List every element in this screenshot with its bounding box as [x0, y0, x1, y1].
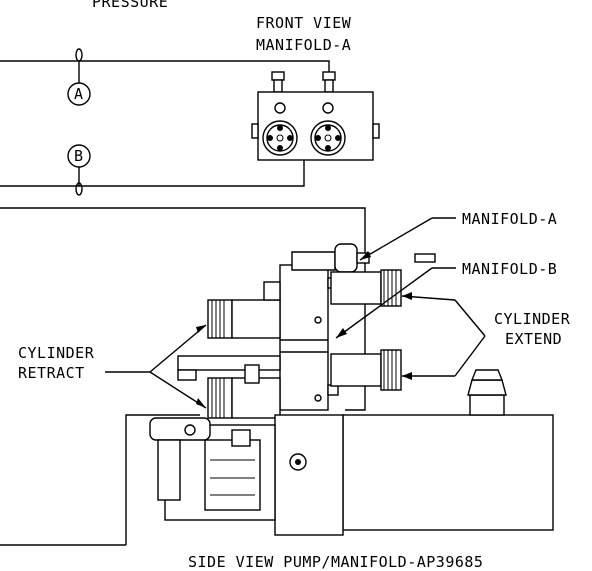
front-view-title: FRONT VIEW — [256, 14, 352, 32]
pump-assembly — [149, 414, 344, 536]
cylinder-retract-label-2: RETRACT — [18, 364, 85, 382]
hose-line-a — [0, 48, 330, 83]
side-view-caption: SIDE VIEW PUMP/MANIFOLD-AP39685 — [188, 553, 483, 571]
side-view-hoses — [0, 207, 366, 546]
front-view-manifold — [251, 71, 380, 161]
solenoid-retract-lower — [207, 377, 281, 419]
manifold-a-leader — [359, 217, 456, 261]
solenoid-extend-upper — [330, 269, 402, 307]
pressure-label: PRESSURE — [92, 0, 168, 11]
manifold-b-label: MANIFOLD-B — [462, 260, 557, 278]
cylinder-retract-leader — [105, 324, 207, 409]
solenoid-extend-lower — [330, 349, 402, 391]
front-view-subtitle: MANIFOLD-A — [256, 36, 351, 54]
manifold-b-leader — [335, 267, 456, 339]
port-b-label: B — [74, 147, 84, 165]
cylinder-extend-label-1: CYLINDER — [494, 310, 571, 328]
port-a-marker: A — [67, 82, 91, 106]
manifold-a-label: MANIFOLD-A — [462, 210, 557, 228]
port-a-label: A — [74, 85, 84, 103]
retract-hose-fittings — [177, 355, 281, 384]
cylinder-extend-label-2: EXTEND — [505, 330, 562, 348]
port-b-marker: B — [67, 144, 91, 168]
reservoir-tank — [342, 369, 554, 531]
cylinder-extend-leader — [401, 292, 486, 380]
cylinder-retract-label-1: CYLINDER — [18, 344, 95, 362]
solenoid-retract-upper — [207, 281, 281, 339]
